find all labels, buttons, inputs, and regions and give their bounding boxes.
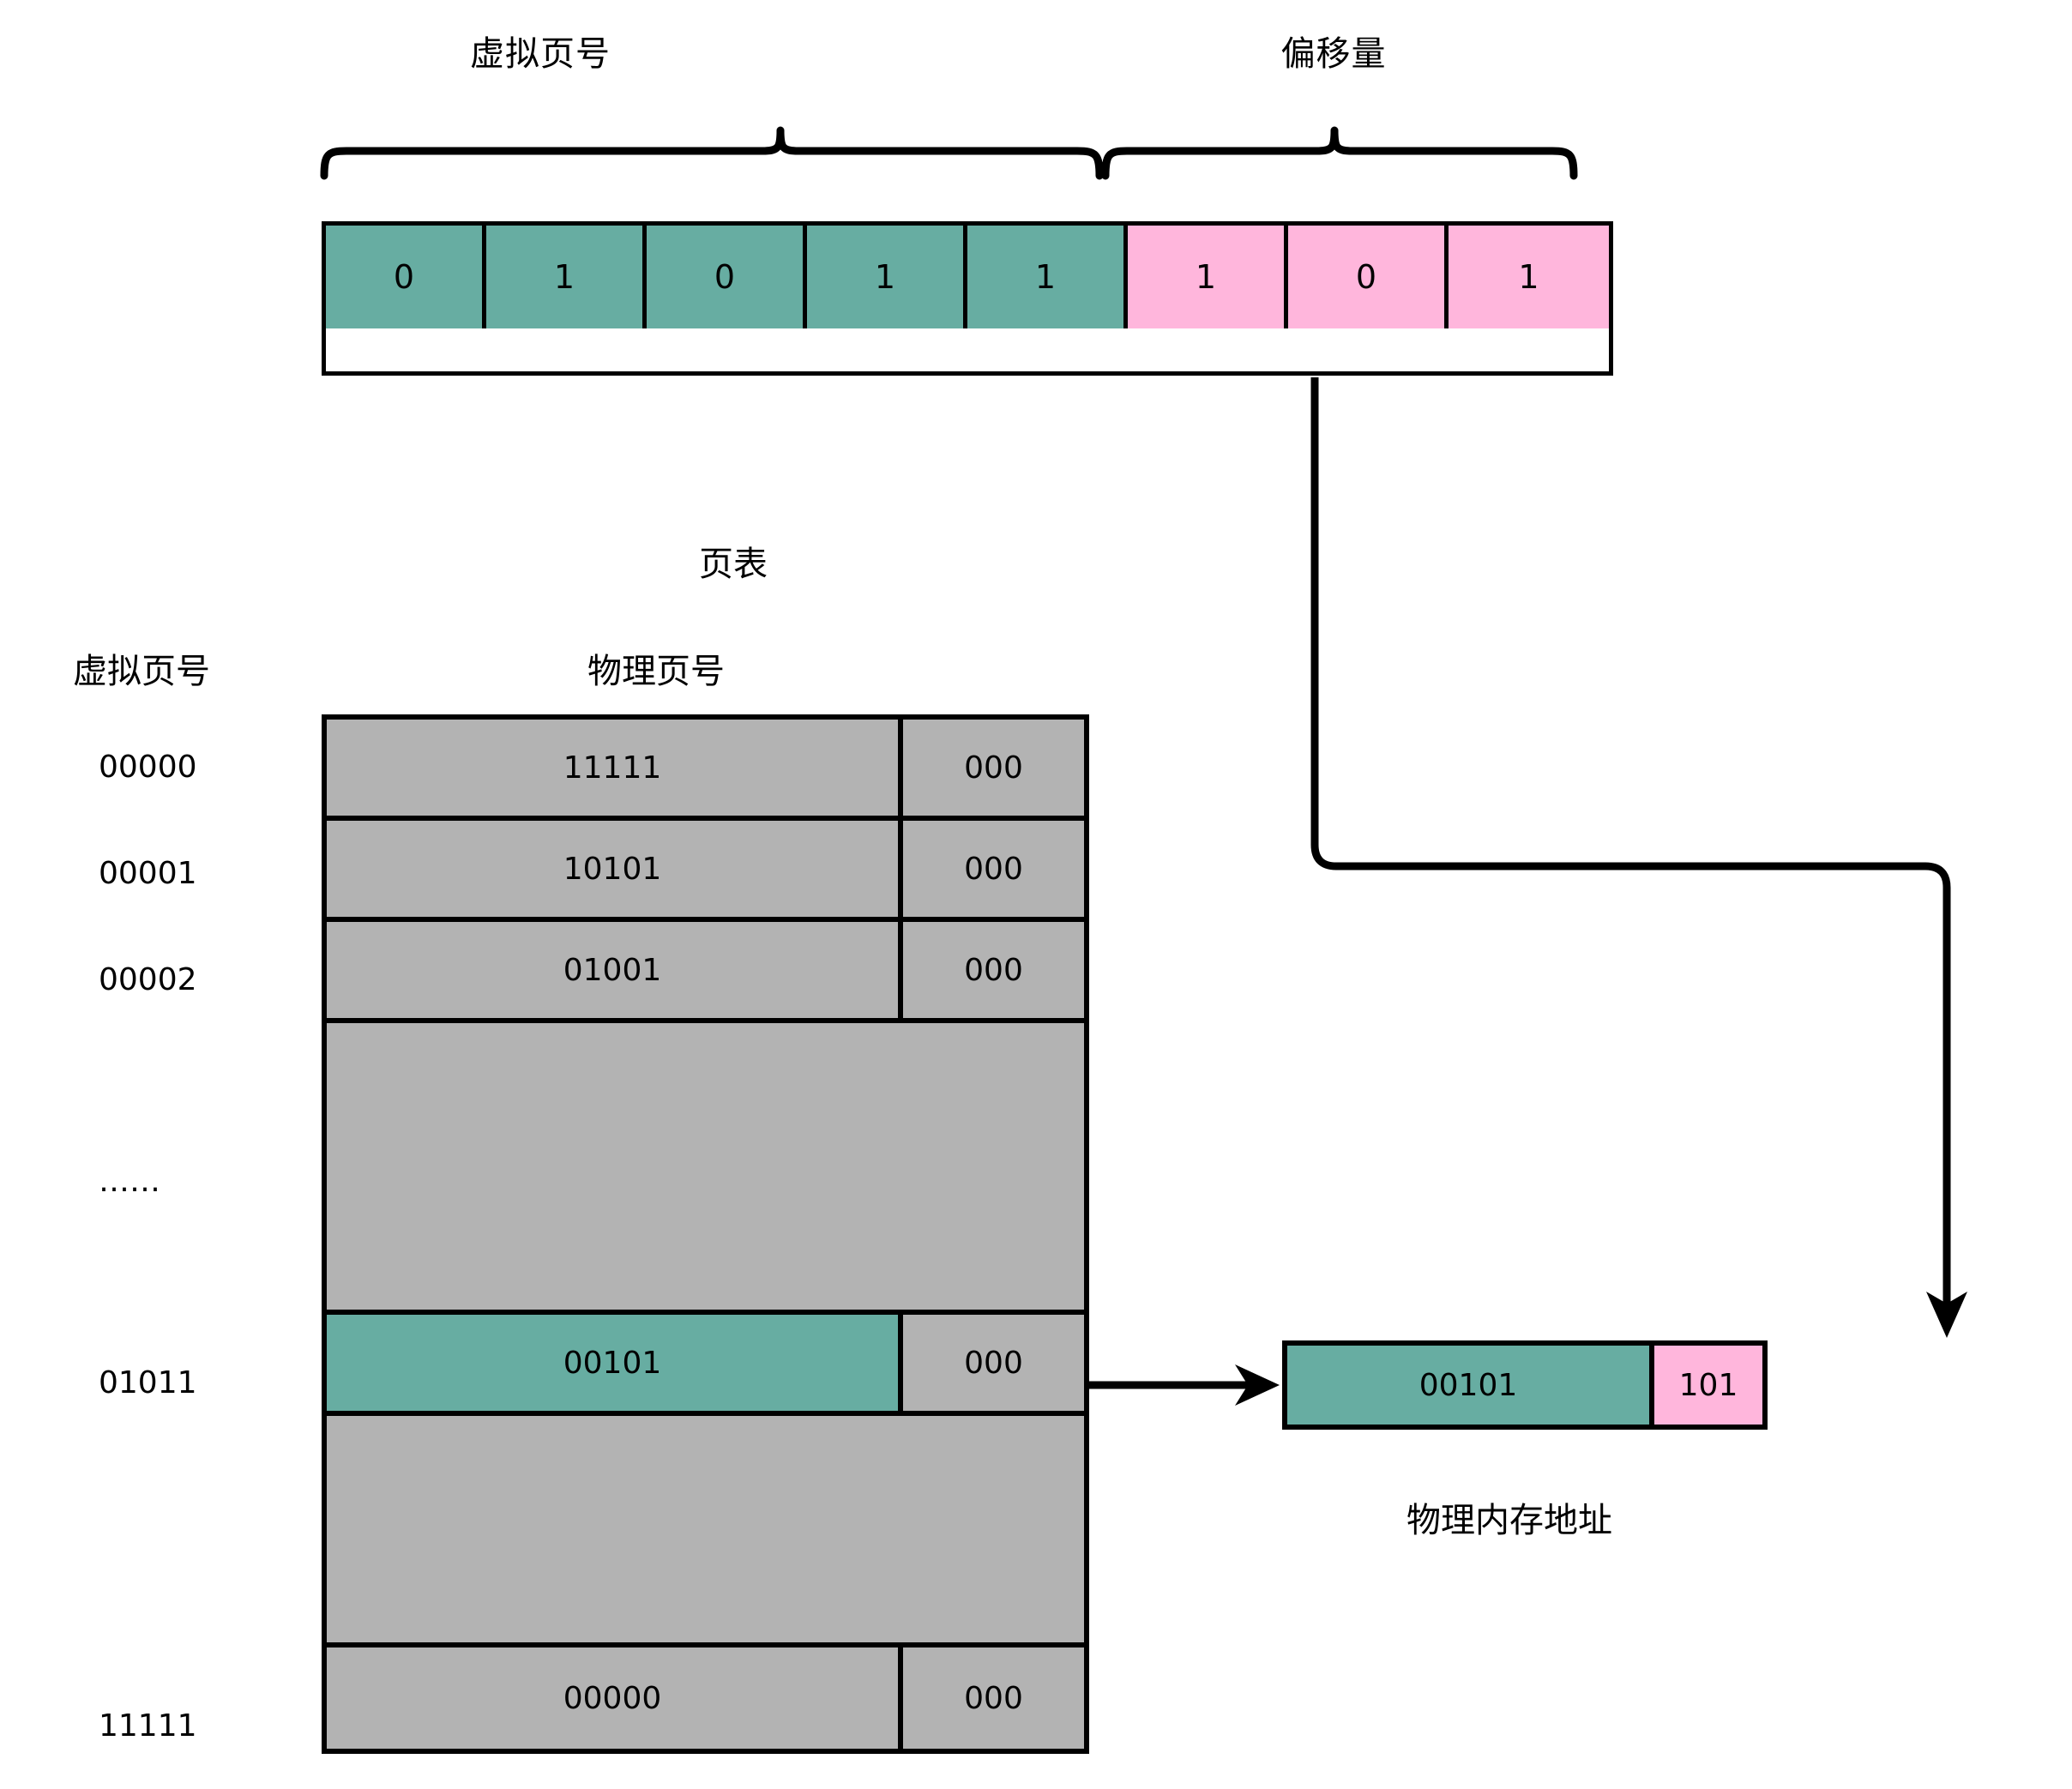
page-table-cell-ppn: 01001 <box>327 922 903 1018</box>
page-table-row: 01001 000 <box>327 922 1084 1023</box>
physical-address-box: 00101 101 <box>1282 1340 1768 1430</box>
offset-routing-wire <box>1310 377 1951 1304</box>
page-table-cell-ppn: 00101 <box>327 1315 903 1411</box>
page-table-title: 页表 <box>699 545 768 584</box>
address-bit-2: 0 <box>647 226 807 328</box>
address-bit-3: 1 <box>807 226 967 328</box>
pagetable-arrowhead-icon <box>1235 1364 1280 1406</box>
offset-wire-arrowhead-icon <box>1926 1292 1967 1338</box>
address-bit-1: 1 <box>486 226 647 328</box>
page-table-row: 00101 000 <box>327 1315 1084 1416</box>
page-table-row: 11111 000 <box>327 720 1084 821</box>
offset-bracket-label: 偏移量 <box>1280 34 1387 74</box>
address-bit-5: 1 <box>1128 226 1288 328</box>
page-table-cell-extra: 000 <box>964 952 1023 988</box>
vpn-bracket-label: 虚拟页号 <box>470 34 611 74</box>
page-table-cell-ppn: 11111 <box>327 720 903 816</box>
page-table-row <box>327 1416 1084 1647</box>
physical-address-caption: 物理内存地址 <box>1406 1501 1612 1540</box>
page-table-cell-ppn <box>327 1023 1084 1310</box>
physical-frame-number: 00101 <box>1287 1346 1654 1425</box>
page-table-cell-extra: 000 <box>964 750 1023 786</box>
address-bit-0: 0 <box>326 226 486 328</box>
page-table-cell-ppn <box>327 1416 1084 1642</box>
offset-brace-icon <box>1101 126 1578 180</box>
page-table-vpn-label: 00002 <box>99 962 197 997</box>
page-table-vpn-label: …… <box>99 1164 160 1199</box>
page-table-row: 10101 000 <box>327 821 1084 922</box>
physical-offset-value: 101 <box>1654 1346 1762 1425</box>
page-table-cell-extra: 000 <box>964 851 1023 887</box>
address-bit-4: 1 <box>967 226 1128 328</box>
page-table-cell-ppn: 00000 <box>327 1647 903 1749</box>
address-bit-7: 1 <box>1449 226 1609 328</box>
address-bit-6: 0 <box>1288 226 1449 328</box>
page-table-vpn-label: 00001 <box>99 856 197 891</box>
page-table-right-header: 物理页号 <box>587 652 725 691</box>
page-table-row <box>327 1023 1084 1315</box>
page-table-cell-ppn: 10101 <box>327 821 903 917</box>
vpn-brace-icon <box>320 126 1104 180</box>
page-table-left-header: 虚拟页号 <box>73 652 210 691</box>
page-table-vpn-label: 11111 <box>99 1708 197 1744</box>
page-table-vpn-label: 01011 <box>99 1365 197 1400</box>
page-table-cell-extra: 000 <box>964 1680 1023 1716</box>
page-table-vpn-label: 00000 <box>99 750 197 785</box>
page-table-cell-extra: 000 <box>964 1345 1023 1381</box>
